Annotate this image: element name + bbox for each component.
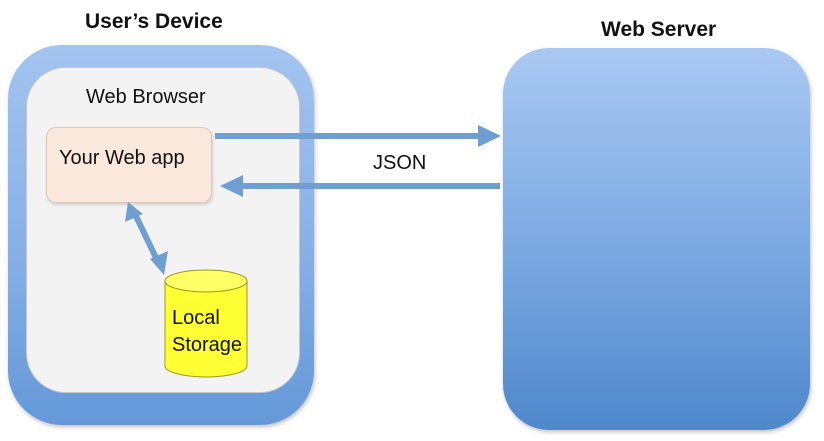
web-browser-box: [26, 67, 300, 393]
web-server-box: [503, 48, 810, 430]
web-server-title: Web Server: [601, 18, 717, 41]
web-browser-title: Web Browser: [86, 86, 206, 108]
local-storage-label-line1: Local: [172, 307, 220, 329]
storage-double-arrow: [125, 202, 168, 275]
local-storage-label: Local Storage: [172, 305, 242, 359]
json-label: JSON: [373, 152, 427, 174]
web-app-label: Your Web app: [59, 147, 185, 169]
users-device-title: User’s Device: [85, 10, 223, 33]
response-arrow: [220, 175, 500, 197]
web-app-box: [46, 127, 212, 203]
local-storage-cylinder: [164, 269, 248, 378]
local-storage-label-line2: Storage: [172, 334, 243, 356]
request-arrow: [215, 125, 501, 147]
